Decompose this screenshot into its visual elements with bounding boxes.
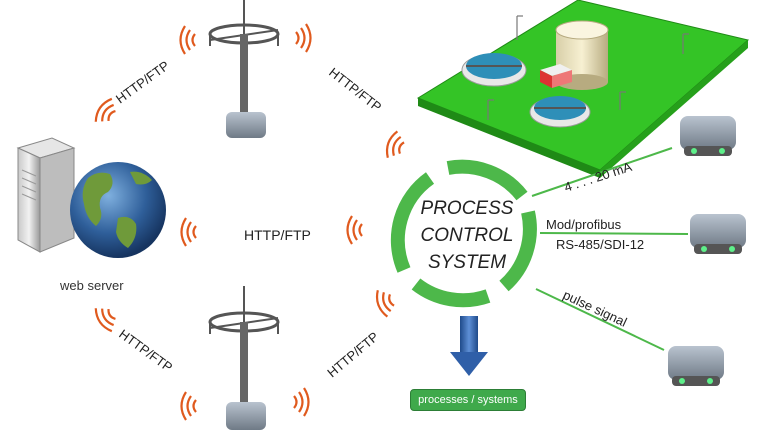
sensor-connections (531, 147, 689, 351)
wave-icon (292, 386, 310, 418)
control-title-line-2: CONTROL (421, 225, 514, 246)
lamp-posts (487, 15, 689, 120)
control-system-title: PROCESS CONTROL SYSTEM (421, 198, 514, 273)
http-label-middle: HTTP/FTP (244, 227, 311, 243)
globe-icon (70, 162, 166, 258)
http-label-bottom-left: HTTP/FTP (116, 326, 175, 375)
wave-icon (179, 24, 197, 56)
clarifier-tank-2 (529, 96, 591, 128)
wave-icon (294, 22, 312, 54)
wave-icon (90, 95, 122, 129)
wave-icon (90, 301, 122, 335)
control-ring (390, 159, 537, 308)
control-title-line-1: PROCESS (421, 198, 514, 219)
field-sensor-2 (690, 214, 746, 254)
processes-systems-button[interactable]: processes / systems (410, 389, 526, 411)
field-sensor-3 (668, 346, 724, 386)
connection-rs485-label: RS-485/SDI-12 (556, 237, 644, 252)
wave-icon (382, 128, 408, 163)
wave-icon (346, 214, 364, 246)
sensor-station-top (208, 0, 280, 138)
field-sensor-1 (680, 116, 736, 156)
http-label-top-left: HTTP/FTP (113, 58, 172, 107)
web-server-icon (16, 137, 76, 253)
wave-icon (180, 390, 198, 422)
wave-icon (372, 285, 398, 320)
http-label-bottom-right: HTTP/FTP (324, 329, 381, 380)
http-label-top-right: HTTP/FTP (326, 65, 384, 115)
control-building (540, 64, 572, 88)
control-title-line-3: SYSTEM (428, 252, 506, 273)
connection-modbus-label: Mod/profibus (546, 217, 622, 232)
connection-pulse-label: pulse signal (561, 287, 630, 330)
sensor-station-bottom (208, 286, 280, 430)
web-server-label: web server (59, 278, 124, 293)
treatment-plant (416, 0, 750, 178)
down-arrow-icon (450, 316, 488, 376)
wave-icon (180, 216, 198, 248)
clarifier-tank-1 (461, 53, 527, 87)
